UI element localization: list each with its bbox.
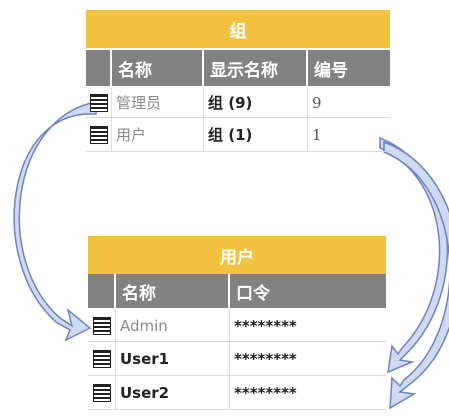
- row-grip-icon: [92, 349, 111, 368]
- row-grip-icon: [92, 316, 111, 335]
- group-header-name-label: 名称: [118, 60, 152, 81]
- group-table-title: 组: [86, 10, 390, 48]
- user-row-name[interactable]: User1: [116, 342, 230, 376]
- group-table-title-text: 组: [229, 21, 247, 42]
- group-row-display-name[interactable]: 组 (9): [204, 88, 308, 118]
- row-grip-icon: [92, 383, 111, 402]
- user-row-name-text: Admin: [120, 316, 168, 335]
- user-row-name-text: User1: [120, 349, 170, 368]
- group-header-display-name-label: 显示名称: [210, 60, 278, 81]
- group-row-selector[interactable]: [86, 118, 112, 152]
- user-table-title: 用户: [88, 236, 386, 274]
- group-row-name[interactable]: 管理员: [112, 88, 204, 118]
- user-row-password-text: ********: [234, 383, 297, 402]
- group-header-id[interactable]: 编号: [308, 50, 390, 86]
- user-row-password[interactable]: ********: [230, 310, 386, 342]
- user-header-corner: [88, 274, 116, 308]
- user-header-password[interactable]: 口令: [230, 274, 386, 308]
- arrow-admin-to-admin: [13, 101, 97, 342]
- group-row-id-text: 9: [312, 93, 322, 112]
- user-row-password[interactable]: ********: [230, 376, 386, 410]
- user-row-name[interactable]: User2: [116, 376, 230, 410]
- group-header-name[interactable]: 名称: [112, 50, 204, 86]
- row-grip-icon: [89, 125, 108, 144]
- group-row-id[interactable]: 1: [308, 118, 390, 152]
- user-row-selector[interactable]: [88, 342, 116, 376]
- user-row-name[interactable]: Admin: [116, 310, 230, 342]
- group-header-corner: [86, 50, 112, 86]
- user-table-title-text: 用户: [220, 247, 254, 268]
- group-row-display-name[interactable]: 组 (1): [204, 118, 308, 152]
- arrow-users-to-user2: [383, 140, 449, 410]
- row-grip-icon: [89, 93, 108, 112]
- user-row-password[interactable]: ********: [230, 342, 386, 376]
- group-row-id-text: 1: [312, 125, 322, 144]
- group-row-id[interactable]: 9: [308, 88, 390, 118]
- group-row-name[interactable]: 用户: [112, 118, 204, 152]
- group-row-display-name-text: 组 (9): [208, 94, 253, 112]
- user-row-password-text: ********: [234, 316, 297, 335]
- group-header-display-name[interactable]: 显示名称: [204, 50, 308, 86]
- user-row-name-text: User2: [120, 383, 170, 402]
- group-row-display-name-text: 组 (1): [208, 126, 253, 144]
- user-row-password-text: ********: [234, 349, 297, 368]
- group-row-name-text: 用户: [116, 126, 147, 144]
- user-header-password-label: 口令: [236, 283, 270, 304]
- user-header-name-label: 名称: [122, 283, 156, 304]
- user-header-name[interactable]: 名称: [116, 274, 230, 308]
- user-row-selector[interactable]: [88, 310, 116, 342]
- group-row-name-text: 管理员: [116, 94, 162, 112]
- group-header-id-label: 编号: [314, 60, 348, 81]
- group-row-selector[interactable]: [86, 88, 112, 118]
- user-row-selector[interactable]: [88, 376, 116, 410]
